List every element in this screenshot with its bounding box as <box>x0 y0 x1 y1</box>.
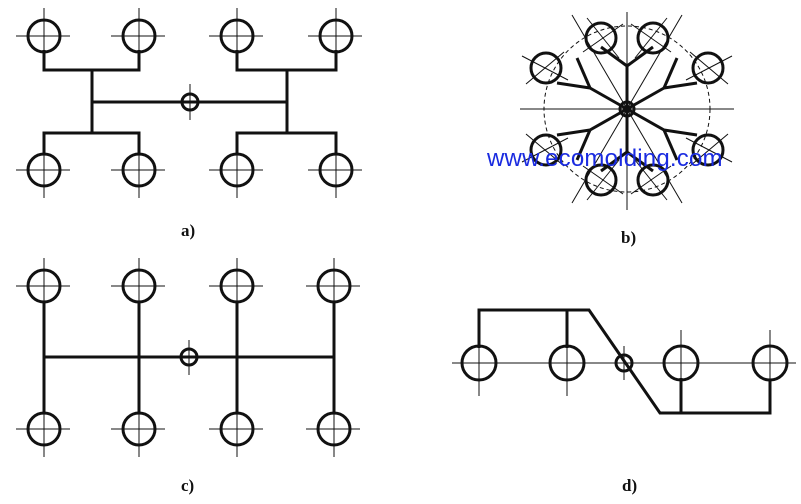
cavity <box>111 401 165 457</box>
cavity <box>460 330 498 396</box>
cavity <box>521 133 569 167</box>
cavity <box>16 258 70 314</box>
cavity <box>111 258 165 314</box>
runner-a-right-upper <box>235 50 338 72</box>
cavity <box>685 133 733 167</box>
cavity <box>16 8 70 64</box>
sprue <box>614 346 634 380</box>
cavity <box>306 401 360 457</box>
cavity <box>111 8 165 64</box>
panel-label-d: d) <box>622 476 638 495</box>
panel-label-a: a) <box>181 221 196 240</box>
runner-a-right-lower <box>235 131 338 155</box>
cavity <box>630 159 672 201</box>
layout-a-h-runner <box>16 8 362 198</box>
cavity <box>209 401 263 457</box>
cavity <box>521 51 569 85</box>
sprue <box>171 340 207 375</box>
runner-a-left-lower <box>42 131 141 155</box>
cavity <box>16 142 70 198</box>
layout-d-inline-runner <box>452 308 796 415</box>
cavity <box>111 142 165 198</box>
sprue <box>172 84 208 120</box>
cavity <box>306 258 360 314</box>
sprue <box>618 100 636 118</box>
cavity <box>582 159 624 201</box>
cavity <box>308 8 362 64</box>
panel-label-c: c) <box>181 476 195 495</box>
cavity <box>16 401 70 457</box>
cavity <box>209 8 263 64</box>
panel-label-b: b) <box>621 228 637 247</box>
runner-a-left-upper <box>42 50 141 72</box>
layout-b-radial-runner <box>520 12 734 210</box>
cavity <box>662 330 700 396</box>
cavity <box>308 142 362 198</box>
cavity <box>209 258 263 314</box>
cavity <box>751 330 789 396</box>
layout-c-comb-runner <box>16 258 360 457</box>
cavity <box>630 17 672 59</box>
cavity <box>582 17 624 59</box>
watermark-text: www.ecomolding.com <box>487 145 723 172</box>
cavity <box>209 142 263 198</box>
cavity <box>685 51 733 85</box>
cavity <box>548 330 586 396</box>
